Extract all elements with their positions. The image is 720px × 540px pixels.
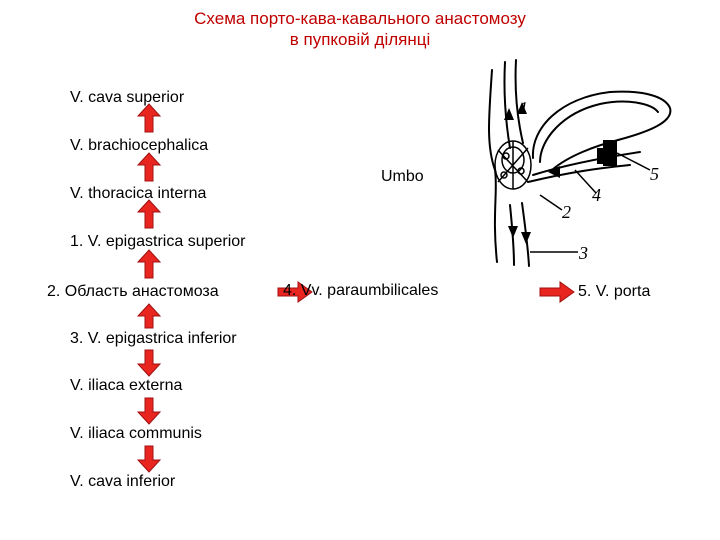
illustration-number-5: 5 (650, 164, 659, 184)
illustration-number-2: 2 (562, 202, 571, 222)
illustration-number-4: 4 (592, 185, 601, 205)
illustration-number-3: 3 (578, 243, 588, 263)
illustration-number-1: 1 (519, 98, 528, 118)
